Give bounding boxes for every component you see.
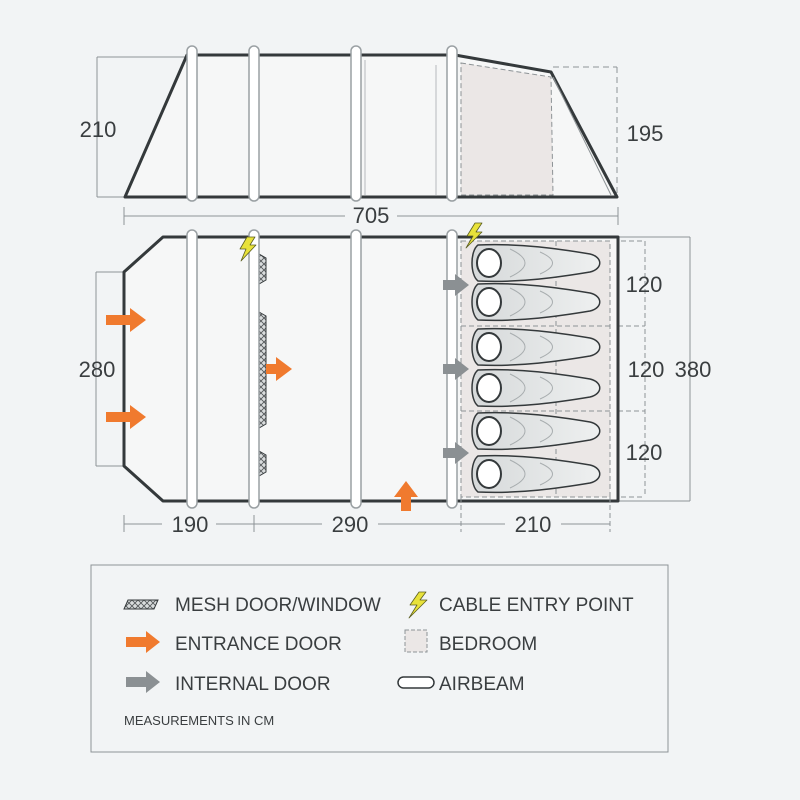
overall-length-dimension: 705 — [123, 203, 619, 228]
legend: MESH DOOR/WINDOW ENTRANCE DOOR INTERNAL … — [90, 564, 669, 753]
lightning-icon — [408, 591, 428, 619]
mesh-icon — [123, 599, 159, 610]
floor-plan: 280 380 120 120 120 — [79, 222, 712, 511]
side-height-guides — [96, 56, 618, 198]
section-length-label-2: 290 — [332, 512, 369, 537]
legend-cable-label: CABLE ENTRY POINT — [439, 595, 634, 616]
airbeam-icon — [397, 676, 435, 689]
side-airbeam-2 — [248, 45, 260, 202]
side-airbeam-4 — [446, 45, 458, 202]
mesh-panel-bottom — [258, 450, 267, 477]
legend-entrance-label: ENTRANCE DOOR — [175, 634, 342, 655]
bedroom-swatch-icon — [404, 629, 428, 653]
side-airbeam-1 — [186, 45, 198, 202]
sleeping-bag-6 — [471, 454, 601, 494]
section-length-label-3: 210 — [515, 512, 552, 537]
side-bedroom-height-label: 195 — [627, 121, 664, 146]
bedroom-depth-label-2: 120 — [628, 357, 665, 382]
sleeping-bag-3 — [471, 327, 601, 367]
sleeping-bags — [471, 243, 601, 494]
floor-airbeam-2 — [248, 229, 260, 509]
overall-width-label: 380 — [675, 357, 712, 382]
legend-airbeam-label: AIRBEAM — [439, 674, 525, 695]
sleeping-bag-1 — [471, 243, 601, 283]
entrance-arrow-inner — [266, 357, 292, 381]
floor-width-label: 280 — [79, 357, 116, 382]
cable-entry-points — [239, 222, 483, 262]
sleeping-bag-2 — [471, 282, 601, 322]
legend-bedroom-label: BEDROOM — [439, 634, 537, 655]
internal-door-arrow-1 — [443, 274, 469, 296]
orange-arrow-icon — [126, 631, 160, 653]
entrance-arrows — [106, 308, 418, 511]
bedroom-depth-label-3: 120 — [626, 440, 663, 465]
side-bedroom-panel — [460, 62, 554, 196]
internal-door-arrows — [443, 274, 469, 464]
side-airbeam-3 — [350, 45, 362, 202]
entrance-arrow-left-bottom — [106, 405, 146, 429]
bedroom-depth-label-1: 120 — [626, 272, 663, 297]
side-elevation: 210 195 — [80, 45, 664, 202]
legend-internal-label: INTERNAL DOOR — [175, 674, 331, 695]
lightning-icon-right — [465, 222, 483, 249]
entrance-arrow-left-top — [106, 308, 146, 332]
entrance-arrow-front — [394, 481, 418, 511]
side-airbeams — [186, 45, 458, 202]
floor-airbeams — [186, 229, 458, 509]
grey-arrow-icon — [126, 671, 160, 693]
mesh-panel-top — [258, 253, 267, 285]
section-length-label-1: 190 — [172, 512, 209, 537]
internal-door-arrow-2 — [443, 358, 469, 380]
lightning-icon-left — [239, 236, 257, 262]
legend-box — [90, 564, 669, 753]
overall-length-label: 705 — [353, 203, 390, 228]
section-length-dimensions: 190 290 210 — [123, 497, 611, 537]
mesh-panel-middle — [258, 311, 267, 429]
legend-mesh-label: MESH DOOR/WINDOW — [175, 595, 381, 616]
floor-airbeam-1 — [186, 229, 198, 509]
floor-width-guides — [95, 236, 691, 502]
sleeping-bag-4 — [471, 368, 601, 408]
side-height-label: 210 — [80, 117, 117, 142]
legend-measurements-note: MEASUREMENTS IN CM — [124, 713, 274, 728]
floor-airbeam-3 — [350, 229, 362, 509]
sleeping-bag-5 — [471, 411, 601, 451]
internal-door-arrow-3 — [443, 442, 469, 464]
